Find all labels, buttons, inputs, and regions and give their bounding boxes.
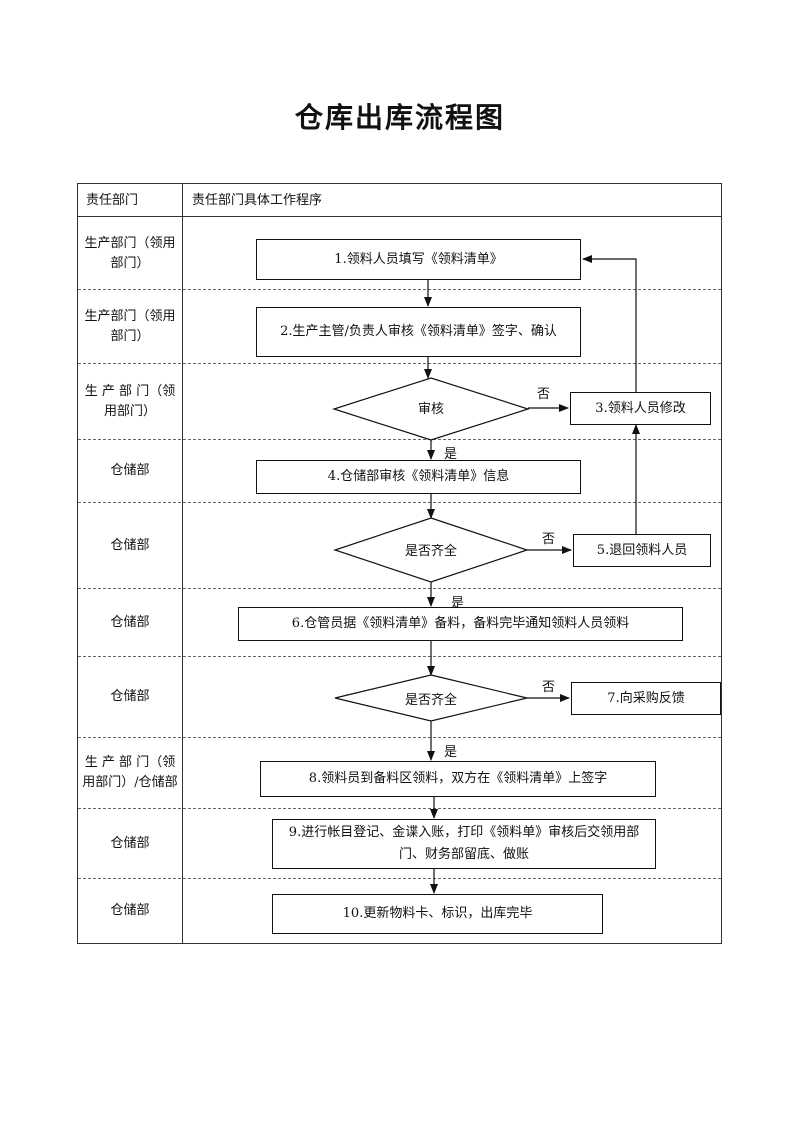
step-feedback-purchasing: 7.向采购反馈 (571, 682, 721, 715)
branch-yes-label: 是 (444, 447, 458, 462)
row-divider (78, 439, 721, 440)
row-divider (78, 588, 721, 589)
row-divider (78, 289, 721, 290)
flow-table (77, 183, 722, 944)
branch-yes-label: 是 (451, 596, 465, 611)
header-department: 责任部门 (86, 193, 139, 208)
decision-review-label: 审核 (417, 402, 444, 417)
header-divider (78, 216, 721, 217)
step-update-material-card: 10.更新物料卡、标识，出库完毕 (272, 894, 603, 934)
department-cell: 仓储部 (110, 614, 150, 630)
department-cell: 仓储部 (110, 463, 150, 478)
header-procedure: 责任部门具体工作程序 (192, 193, 323, 208)
branch-no-label: 否 (542, 680, 556, 695)
step-revise-requisition: 3.领料人员修改 (570, 392, 711, 425)
row-divider (78, 808, 721, 809)
row-divider (78, 878, 721, 879)
arrow-s3-s1 (582, 255, 637, 392)
row-divider (78, 737, 721, 738)
column-divider (182, 183, 183, 944)
department-cell: 生 产 部 门（领用部门） (84, 383, 176, 419)
step-fill-requisition: 1.领料人员填写《领料清单》 (256, 239, 581, 280)
step-warehouse-review: 4.仓储部审核《领料清单》信息 (256, 460, 581, 494)
decision-complete-1-label: 是否齐全 (404, 544, 457, 559)
department-cell: 生产部门（领用部门） (84, 308, 176, 344)
page-title: 仓库出库流程图 (294, 101, 505, 134)
department-cell: 生 产 部 门（领用部门）/仓储部 (82, 755, 178, 790)
row-divider (78, 656, 721, 657)
department-cell: 仓储部 (110, 835, 150, 851)
step-return-requester: 5.退回领料人员 (573, 534, 711, 567)
step-supervisor-approval: 2.生产主管/负责人审核《领料清单》签字、确认 (256, 307, 581, 357)
decision-review (332, 377, 530, 441)
branch-no-label: 否 (537, 387, 551, 402)
decision-complete-1 (333, 517, 529, 583)
step-collect-and-sign: 8.领料员到备料区领料，双方在《领料清单》上签字 (260, 761, 656, 797)
branch-yes-label: 是 (444, 745, 458, 760)
branch-no-label: 否 (542, 532, 556, 547)
department-cell: 仓储部 (110, 689, 150, 704)
department-cell: 仓储部 (110, 903, 150, 918)
department-cell: 生产部门（领用部门） (84, 235, 176, 271)
step-account-entry: 9.进行帐目登记、金谍入账，打印《领料单》审核后交领用部门、财务部留底、做账 (272, 819, 656, 869)
row-divider (78, 363, 721, 364)
decision-complete-2 (334, 674, 528, 722)
step-prepare-materials: 6.仓管员据《领料清单》备料，备料完毕通知领料人员领料 (238, 607, 683, 641)
decision-complete-2-label: 是否齐全 (404, 693, 457, 708)
department-cell: 仓储部 (110, 537, 150, 553)
row-divider (78, 502, 721, 503)
